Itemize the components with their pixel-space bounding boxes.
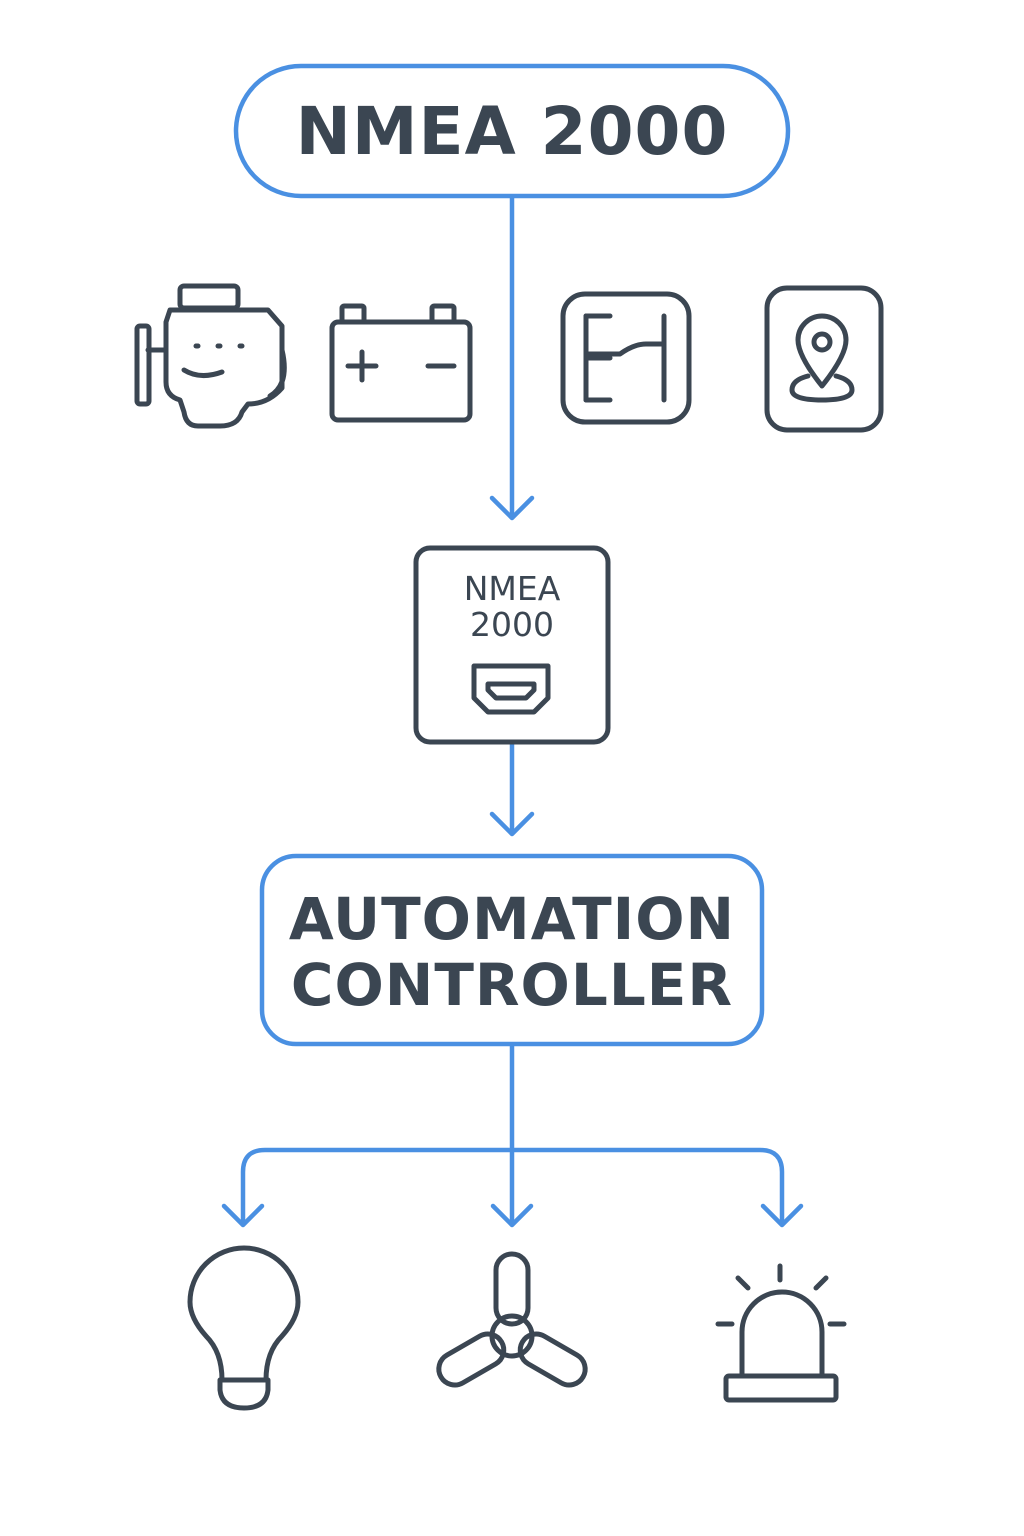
tank-level-icon — [560, 291, 692, 425]
bus-pill — [233, 63, 791, 199]
arrow-head-gateway — [489, 495, 535, 521]
controller-label-line2: CONTROLLER — [290, 951, 734, 1019]
connectors — [221, 193, 804, 1228]
arrow-head-controller — [489, 811, 535, 837]
battery-icon — [329, 303, 473, 423]
engine-icon — [134, 283, 287, 429]
alarm-beacon-icon — [715, 1263, 847, 1403]
arrow-head-alarm — [760, 1203, 804, 1228]
arrow-head-fan — [490, 1203, 534, 1228]
controller-label-line1: AUTOMATION — [288, 885, 736, 953]
gateway-label-line1: NMEA — [463, 569, 561, 608]
gateway-label-line2: 2000 — [470, 605, 554, 644]
light-bulb-icon — [187, 1245, 301, 1411]
bus-title: NMEA 2000 — [295, 93, 729, 170]
gateway-box — [413, 545, 611, 745]
controller-box — [259, 853, 765, 1047]
fan-icon — [436, 1251, 588, 1388]
gps-location-icon — [764, 285, 884, 433]
connector-branch — [240, 1147, 785, 1227]
connector-port-icon — [471, 663, 551, 715]
arrow-head-light — [221, 1203, 265, 1228]
